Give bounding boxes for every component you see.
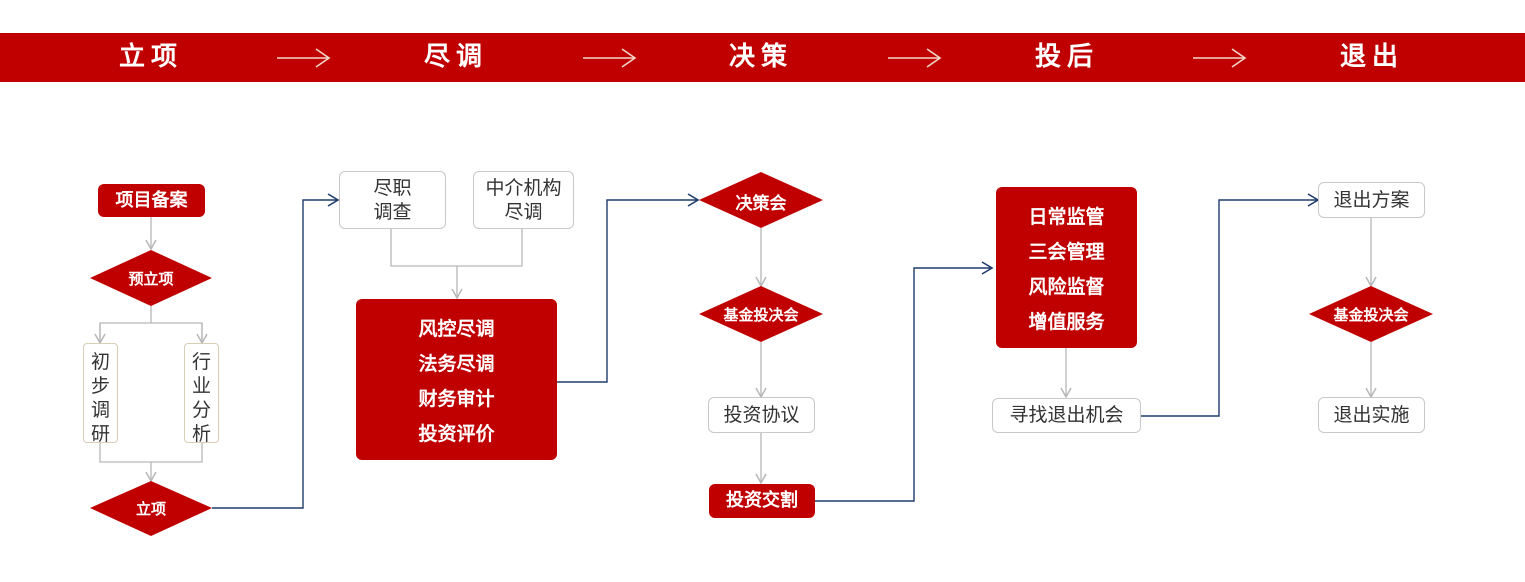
diamond-pre-approval [90,250,212,306]
industry-analysis-box: 行 业 分 析 [184,343,219,445]
header-arrow-3 [888,48,942,68]
agency-dd-box: 中介机构 尽调 [473,171,574,229]
research-char: 研 [90,423,110,445]
diamond-exit-fund-committee [1309,286,1433,342]
header-arrow-4 [1193,48,1247,68]
agency-dd-line: 尽调 [504,201,543,223]
dd-item: 财务审计 [418,388,495,410]
exit-plan-box: 退出方案 [1318,182,1425,218]
investment-agreement-box: 投资协议 [708,397,815,433]
dd-item: 风控尽调 [418,318,495,340]
connector-dd-to-committee [557,193,700,383]
stage-label-due-diligence: 尽调 [423,42,488,72]
diamond-approval [90,481,212,536]
project-record-box: 项目备案 [98,184,205,217]
research-char: 初 [90,351,110,373]
industry-char: 行 [191,351,211,373]
post-item: 增值服务 [1028,311,1105,333]
diamond-committee [699,172,823,228]
dd-item: 法务尽调 [418,353,495,375]
dd-survey-line: 调查 [373,201,412,223]
research-char: 调 [90,399,110,421]
stage-label-approval: 立项 [118,42,183,72]
stage-label-decision: 决策 [728,42,793,72]
post-item: 三会管理 [1028,241,1105,263]
connector-approval-to-dd [212,193,340,509]
connector-dd-merge [390,229,523,267]
stage-label-post-investment: 投后 [1034,42,1099,72]
header-arrows [277,48,1247,68]
post-item: 日常监管 [1028,206,1105,228]
diamond-fund-committee [699,286,823,342]
stage-header-band [0,33,1525,82]
connector-pre-split [99,306,152,343]
header-arrow-1 [277,48,331,68]
post-item: 风险监督 [1028,276,1105,298]
due-diligence-survey-box: 尽职 调查 [339,171,446,229]
connector-closing-to-monitor [815,261,994,502]
post-investment-box: 日常监管 三会管理 风险监督 增值服务 [996,187,1137,348]
industry-char: 分 [191,399,211,421]
industry-char: 析 [191,423,211,445]
preliminary-research-box: 初 步 调 研 [83,343,118,445]
exit-fund-committee-label: 基金投决会 [1333,306,1409,324]
exit-execution-box: 退出实施 [1318,397,1425,433]
fund-committee-label: 基金投决会 [723,306,799,324]
approval-label: 立项 [135,500,166,518]
committee-label: 决策会 [735,194,787,214]
industry-char: 业 [191,375,211,397]
dd-items-box: 风控尽调 法务尽调 财务审计 投资评价 [356,299,557,460]
header-arrow-2 [583,48,637,68]
dd-item: 投资评价 [418,423,495,445]
pre-approval-label: 预立项 [128,270,174,288]
research-char: 步 [90,375,110,397]
investment-closing-box: 投资交割 [709,484,815,518]
agency-dd-line: 中介机构 [485,177,562,199]
stage-label-exit: 退出 [1339,42,1404,72]
connector-seek-to-exit-plan [1141,193,1320,417]
seek-exit-box: 寻找退出机会 [992,398,1141,433]
dd-survey-line: 尽职 [373,177,412,199]
